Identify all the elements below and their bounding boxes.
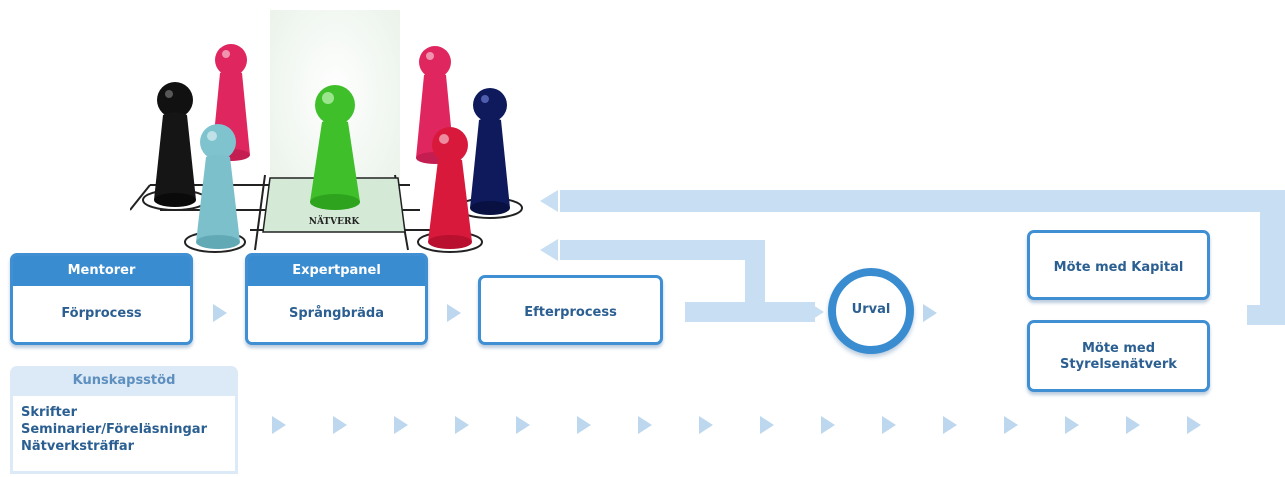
urval-circle: Urval <box>828 268 914 354</box>
kunskapsstod-box: Kunskapsstöd Skrifter Seminarier/Föreläs… <box>10 366 238 474</box>
red-pawn-icon <box>428 127 472 249</box>
sprangbrada-box: Expertpanel Språngbräda <box>245 253 428 345</box>
kunskap-arrow <box>516 416 530 434</box>
navy-pawn-icon <box>470 88 510 215</box>
feedback-band-second-lower <box>685 302 815 322</box>
feedback-arrow-top <box>540 190 558 212</box>
flow-arrow-1 <box>213 304 227 322</box>
kunskap-arrow <box>943 416 957 434</box>
light-blue-pawn-icon <box>196 124 240 249</box>
forprocess-label: Förprocess <box>61 306 142 321</box>
kunskap-arrow <box>821 416 835 434</box>
feedback-band-second <box>560 240 765 260</box>
kunskapsstod-header: Kunskapsstöd <box>10 366 238 396</box>
feedback-band-top <box>560 190 1285 212</box>
kunskap-arrow <box>1004 416 1018 434</box>
kunskap-arrow <box>760 416 774 434</box>
flow-arrow-after-urval <box>923 304 937 322</box>
kunskapsstod-item: Seminarier/Föreläsningar <box>21 422 207 437</box>
kunskapsstod-body: Skrifter Seminarier/Föreläsningar Nätver… <box>10 396 238 474</box>
flow-arrow-2 <box>447 304 461 322</box>
kunskap-arrow <box>1126 416 1140 434</box>
black-pawn-icon <box>154 82 196 207</box>
board-label: NÄTVERK <box>309 214 361 227</box>
mentorer-header: Mentorer <box>13 256 190 286</box>
kunskap-arrow <box>699 416 713 434</box>
kunskap-arrow <box>577 416 591 434</box>
kunskap-arrow <box>1065 416 1079 434</box>
feedback-band-right-vertical <box>1260 190 1285 325</box>
feedback-band-second-vertical <box>745 240 765 315</box>
mote-styrelse-label-line2: Styrelsenätverk <box>1060 357 1177 372</box>
kunskap-arrow <box>272 416 286 434</box>
efterprocess-box: Efterprocess <box>478 275 663 345</box>
kunskapsstod-item: Skrifter <box>21 405 77 420</box>
mote-styrelse-box: Möte med Styrelsenätverk <box>1027 320 1210 392</box>
kunskapsstod-item: Nätverksträffar <box>21 439 135 454</box>
expertpanel-header: Expertpanel <box>248 256 425 286</box>
mote-styrelse-label-line1: Möte med <box>1081 341 1156 356</box>
efterprocess-label: Efterprocess <box>524 305 617 320</box>
kunskap-arrow <box>1187 416 1201 434</box>
flow-arrow-to-urval <box>810 303 824 321</box>
kunskap-arrow <box>638 416 652 434</box>
sprangbrada-label: Språngbräda <box>289 306 384 321</box>
forprocess-box: Mentorer Förprocess <box>10 253 193 345</box>
green-pawn-icon <box>310 85 360 210</box>
feedback-band-right-stub <box>1247 305 1285 325</box>
kunskap-arrow <box>333 416 347 434</box>
feedback-arrow-second <box>540 239 558 261</box>
urval-label: Urval <box>851 302 891 317</box>
mote-kapital-label: Möte med Kapital <box>1053 260 1184 275</box>
board-game-illustration: NÄTVERK <box>130 10 523 253</box>
kunskap-arrow <box>882 416 896 434</box>
kunskap-arrow <box>455 416 469 434</box>
mote-kapital-box: Möte med Kapital <box>1027 230 1210 300</box>
kunskap-arrow <box>394 416 408 434</box>
